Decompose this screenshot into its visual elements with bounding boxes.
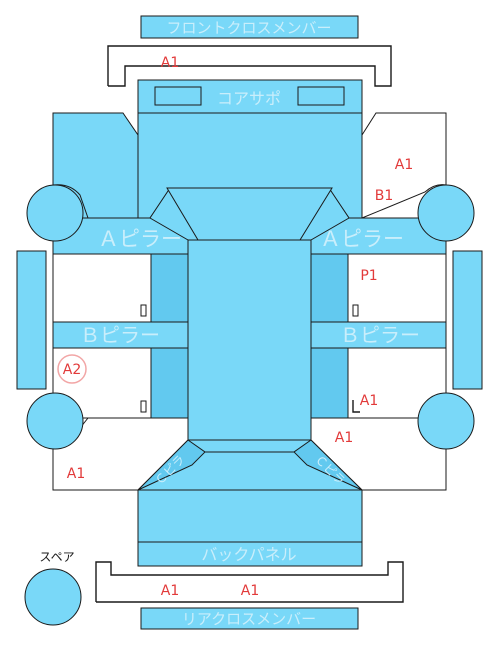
core-support-label: コアサポ <box>217 89 281 108</box>
a-pillar-right-label: Ａピラー <box>320 227 404 251</box>
headlight-right <box>297 86 345 106</box>
mark-right-front-fender: A1 <box>395 157 413 173</box>
b-pillar-left-panel[interactable] <box>52 321 189 349</box>
rear-bumper-outline <box>95 561 404 603</box>
b-pillar-right-panel[interactable] <box>310 321 447 349</box>
front-bumper-outline <box>107 45 392 87</box>
c-pillar-right-panel[interactable] <box>293 439 363 491</box>
left-rear-handle <box>140 400 147 413</box>
mark-right-front-inner: B1 <box>375 188 394 204</box>
tire-front-right[interactable] <box>417 184 475 242</box>
c-pillar-left-panel[interactable] <box>137 439 206 491</box>
mark-rear-cross-left: A1 <box>161 583 179 599</box>
a-pillar-left-label: Ａピラー <box>98 227 182 251</box>
mark-front-cross-member: A1 <box>161 55 179 71</box>
mark-left-rear-door: A2 <box>63 362 81 378</box>
front-cross-member-label: フロントクロスメンバー <box>166 19 331 37</box>
right-front-door[interactable] <box>347 253 447 323</box>
right-front-handle <box>352 304 359 317</box>
mark-right-rear-door: A1 <box>360 393 378 409</box>
trunk-lid-panel[interactable] <box>137 489 363 543</box>
b-pillar-left-label: Ｂピラー <box>80 323 160 347</box>
tire-rear-left[interactable] <box>26 392 84 450</box>
mark-left-rear-quarter: A1 <box>67 466 85 482</box>
b-pillar-right-label: Ｂピラー <box>340 323 420 347</box>
spare-tire-label: スペア <box>39 550 74 564</box>
roof-panel[interactable] <box>187 239 312 441</box>
mark-right-rear-quarter: A1 <box>335 430 353 446</box>
right-rear-handle <box>352 400 360 413</box>
left-front-handle <box>140 304 147 317</box>
back-panel-label: バックパネル <box>201 545 296 564</box>
front-cross-member-panel[interactable] <box>140 15 359 39</box>
left-side-step[interactable] <box>16 250 47 390</box>
mark-right-a-pillar: P1 <box>360 268 377 284</box>
left-rear-quarter-outline[interactable] <box>52 440 138 491</box>
back-panel[interactable] <box>137 541 363 567</box>
rear-cross-member-label: リアクロスメンバー <box>182 610 316 628</box>
tire-rear-right[interactable] <box>417 392 475 450</box>
headlight-left <box>154 86 202 106</box>
mark-rear-cross-right: A1 <box>241 583 259 599</box>
right-rear-quarter-outline[interactable] <box>362 440 447 491</box>
left-front-door[interactable] <box>52 253 152 323</box>
mark-left-rear-door-circle <box>57 354 87 384</box>
rear-cross-member-panel[interactable] <box>140 607 359 630</box>
tire-front-left[interactable] <box>26 184 84 242</box>
spare-tire[interactable] <box>24 568 82 626</box>
right-side-step[interactable] <box>452 250 483 390</box>
